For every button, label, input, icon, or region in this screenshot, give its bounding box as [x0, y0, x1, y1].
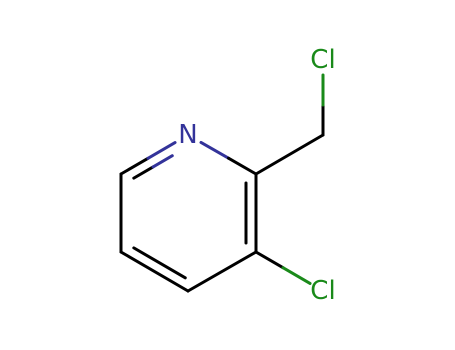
bond-line-a: [254, 250, 285, 270]
bond-c3-cl2: [254, 250, 312, 285]
bond-line-b: [146, 141, 177, 160]
bond-inner-line-b: [151, 154, 174, 169]
bond-c6-n1: [119, 141, 177, 180]
bond-line-a: [119, 156, 150, 176]
bond-c2-c7: [254, 133, 325, 176]
bond-line: [119, 250, 190, 293]
atom-label-cl2: Cl: [310, 276, 335, 306]
bond-c3-c4: [186, 250, 258, 293]
bond-n1-c2: [199, 140, 258, 176]
bond-c4-c5: [119, 246, 190, 293]
bond-inner-line-a: [132, 165, 155, 180]
atom-label-n1: N: [178, 120, 197, 150]
bond-line: [186, 250, 258, 293]
bond-inner-line: [132, 246, 187, 280]
bond-line: [254, 133, 325, 176]
bonds-layer: [119, 73, 325, 293]
bond-line-a: [199, 140, 231, 160]
bond-line-b: [281, 266, 312, 285]
atom-label-cl1: Cl: [310, 45, 335, 75]
bond-c2-c3: [244, 172, 258, 254]
bond-line-b: [227, 156, 258, 176]
